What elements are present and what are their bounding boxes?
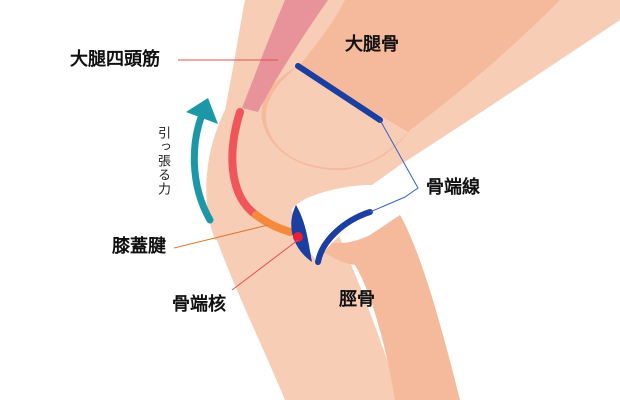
ossification-nucleus-dot [293, 232, 303, 242]
leader-patellar-tendon [173, 224, 269, 249]
quadriceps-muscle [242, 0, 328, 112]
label-quadriceps: 大腿四頭筋 [70, 49, 160, 70]
pull-arrow-shaft [190, 104, 214, 224]
tibia-bone [292, 210, 460, 400]
pull-arrow-head [186, 98, 218, 124]
femur-epiphyseal-line [295, 63, 383, 123]
label-femur: 大腿骨 [345, 34, 399, 55]
ossification-nucleus-shape [291, 205, 312, 262]
leader-epiphyseal-line [369, 119, 419, 213]
label-patellar-tendon: 膝蓋腱 [112, 236, 166, 257]
femur-epiphysis [265, 65, 408, 169]
leader-nucleus [231, 239, 299, 291]
label-epiphyseal-line: 骨端線 [426, 177, 480, 198]
label-ossification-nucleus: 骨端核 [172, 294, 226, 315]
label-tibia: 脛骨 [339, 289, 375, 310]
shin-silhouette [215, 215, 400, 400]
tibia-epiphyseal-line [315, 209, 373, 265]
label-pull-force: 引っ張る力 [155, 126, 170, 196]
patellar-tendon-upper [228, 108, 260, 219]
patellar-tendon-lower [252, 211, 294, 236]
